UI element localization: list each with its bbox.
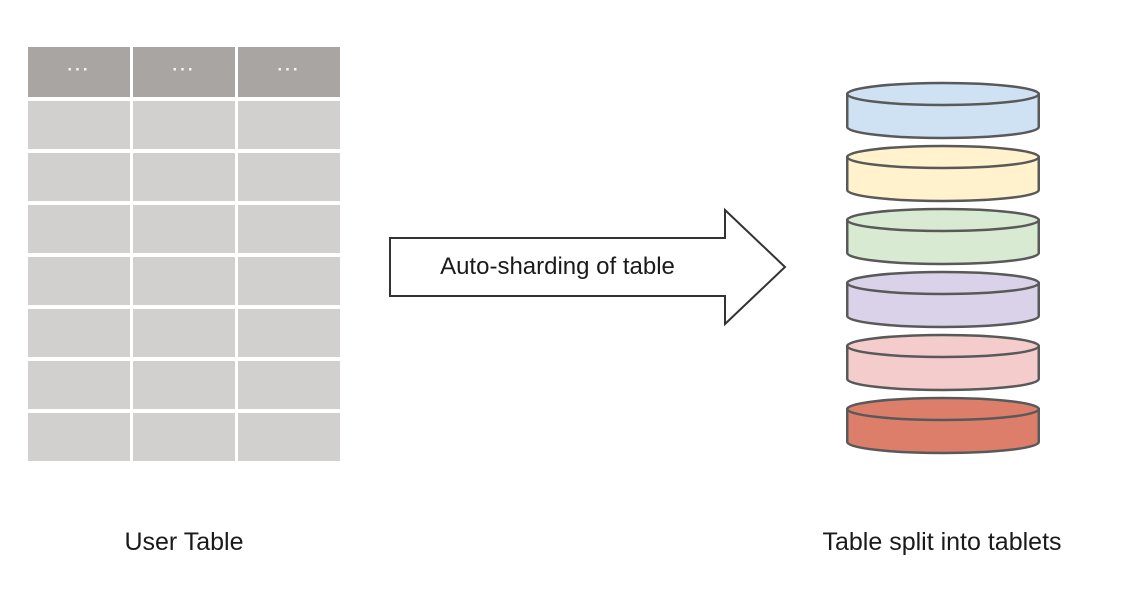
header-ellipsis: ... [172,55,196,75]
user-table-cell [28,101,130,149]
user-table-cell [238,101,340,149]
user-table-cell [238,361,340,409]
user-table-cell [133,413,235,461]
tablet-cylinder-shape [846,144,1040,203]
user-table-cell [133,309,235,357]
user-table-cell [133,257,235,305]
user-table-header-cell: ... [238,47,340,97]
user-table-cell [28,205,130,253]
user-table-cell [133,101,235,149]
tablet-cylinder-shape [846,333,1040,392]
user-table-cell [28,257,130,305]
auto-sharding-arrow-icon [389,207,787,327]
tablet-cylinder-5 [846,333,1040,392]
user-table-cell [238,205,340,253]
header-ellipsis: ... [277,55,301,75]
user-table: ... ... ... [28,47,340,461]
tablet-cylinder-shape [846,81,1040,140]
user-table-cell [28,309,130,357]
tablet-cylinder-shape [846,396,1040,455]
tablet-cylinder-3 [846,207,1040,266]
user-table-cell [28,361,130,409]
tablet-cylinder-2 [846,144,1040,203]
user-table-cell [238,413,340,461]
user-table-caption: User Table [124,528,244,556]
tablet-stack-caption: Table split into tablets [822,528,1062,556]
user-table-cell [28,153,130,201]
user-table-header-cell: ... [28,47,130,97]
user-table-cell [133,205,235,253]
user-table-cell [133,361,235,409]
arrow-label: Auto-sharding of table [440,253,675,280]
user-table-cell [238,153,340,201]
user-table-header-cell: ... [133,47,235,97]
user-table-cell [238,309,340,357]
tablet-stack [845,81,1041,459]
tablet-cylinder-1 [846,81,1040,140]
tablet-cylinder-6 [846,396,1040,455]
user-table-cell [28,413,130,461]
arrow-shape [389,207,787,327]
user-table-cell [238,257,340,305]
header-ellipsis: ... [67,55,91,75]
tablet-cylinder-shape [846,207,1040,266]
tablet-cylinder-4 [846,270,1040,329]
tablet-cylinder-shape [846,270,1040,329]
user-table-cell [133,153,235,201]
